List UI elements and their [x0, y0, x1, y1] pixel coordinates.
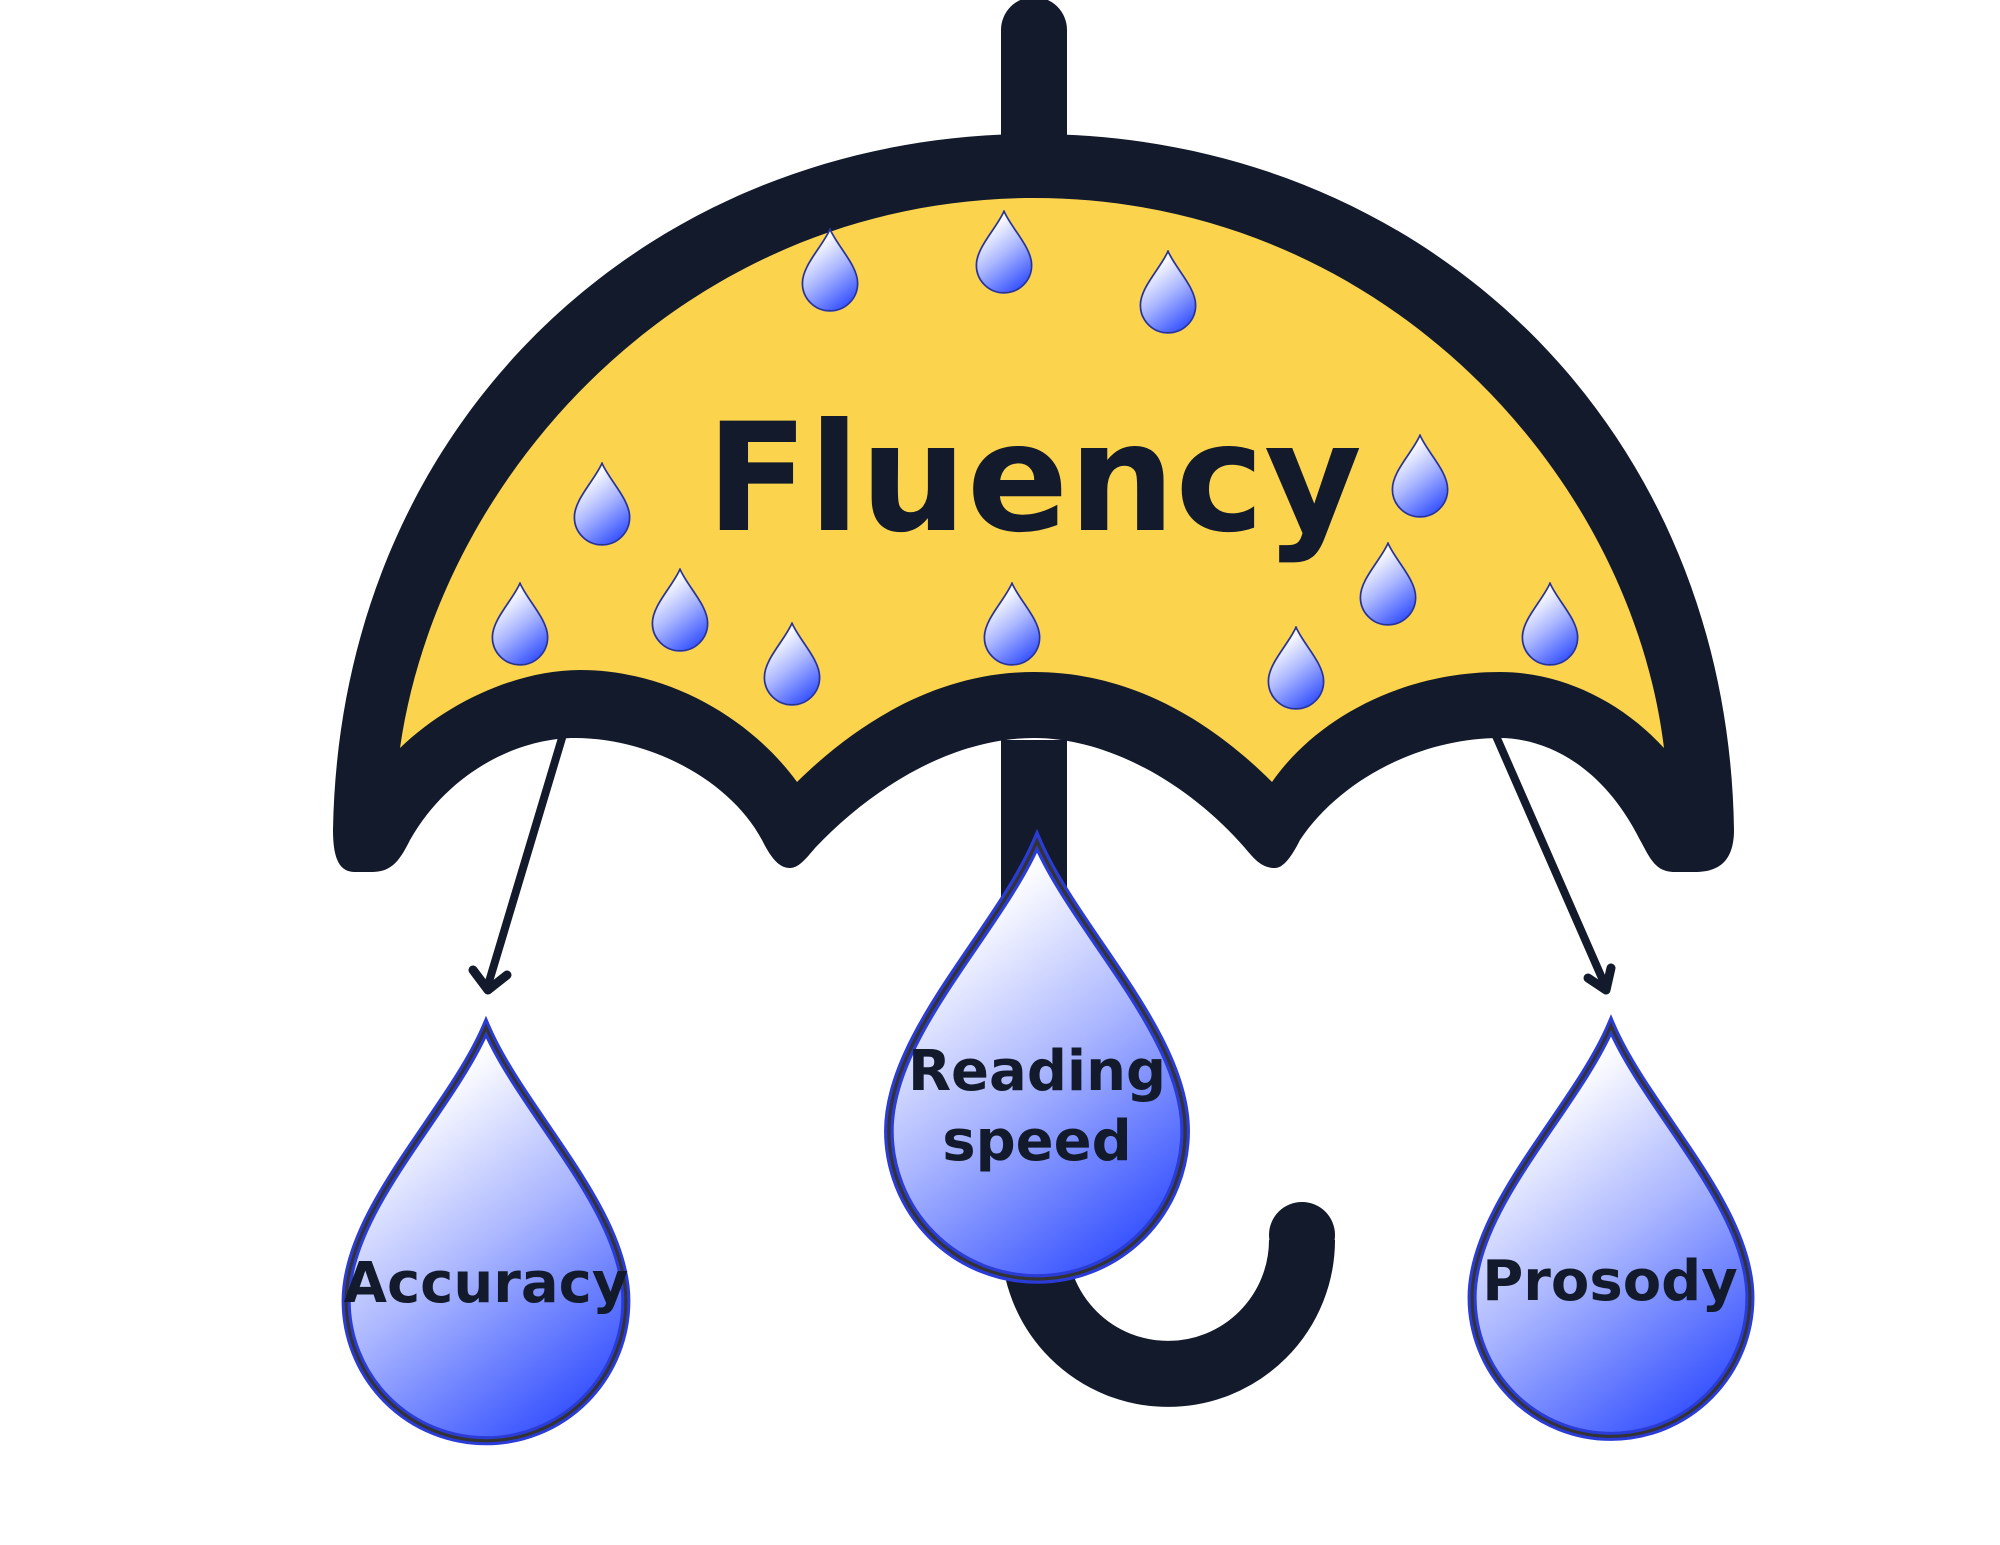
drop-accuracy: Accuracy — [344, 1027, 629, 1440]
drop-icon — [346, 1027, 626, 1440]
diagram-title: Fluency — [706, 392, 1362, 566]
prosody-label: Prosody — [1482, 1249, 1738, 1314]
drop-reading-speed: Reading speed — [889, 841, 1185, 1279]
arrow-to-prosody — [1492, 732, 1616, 995]
canopy-fill — [400, 198, 1664, 782]
arrow-to-accuracy — [468, 734, 566, 995]
speed-label: speed — [942, 1109, 1131, 1174]
reading-label: Reading — [908, 1039, 1166, 1104]
drop-icon — [1472, 1026, 1750, 1437]
accuracy-label: Accuracy — [344, 1251, 629, 1316]
drop-prosody: Prosody — [1472, 1026, 1750, 1437]
umbrella-canopy — [333, 134, 1734, 872]
